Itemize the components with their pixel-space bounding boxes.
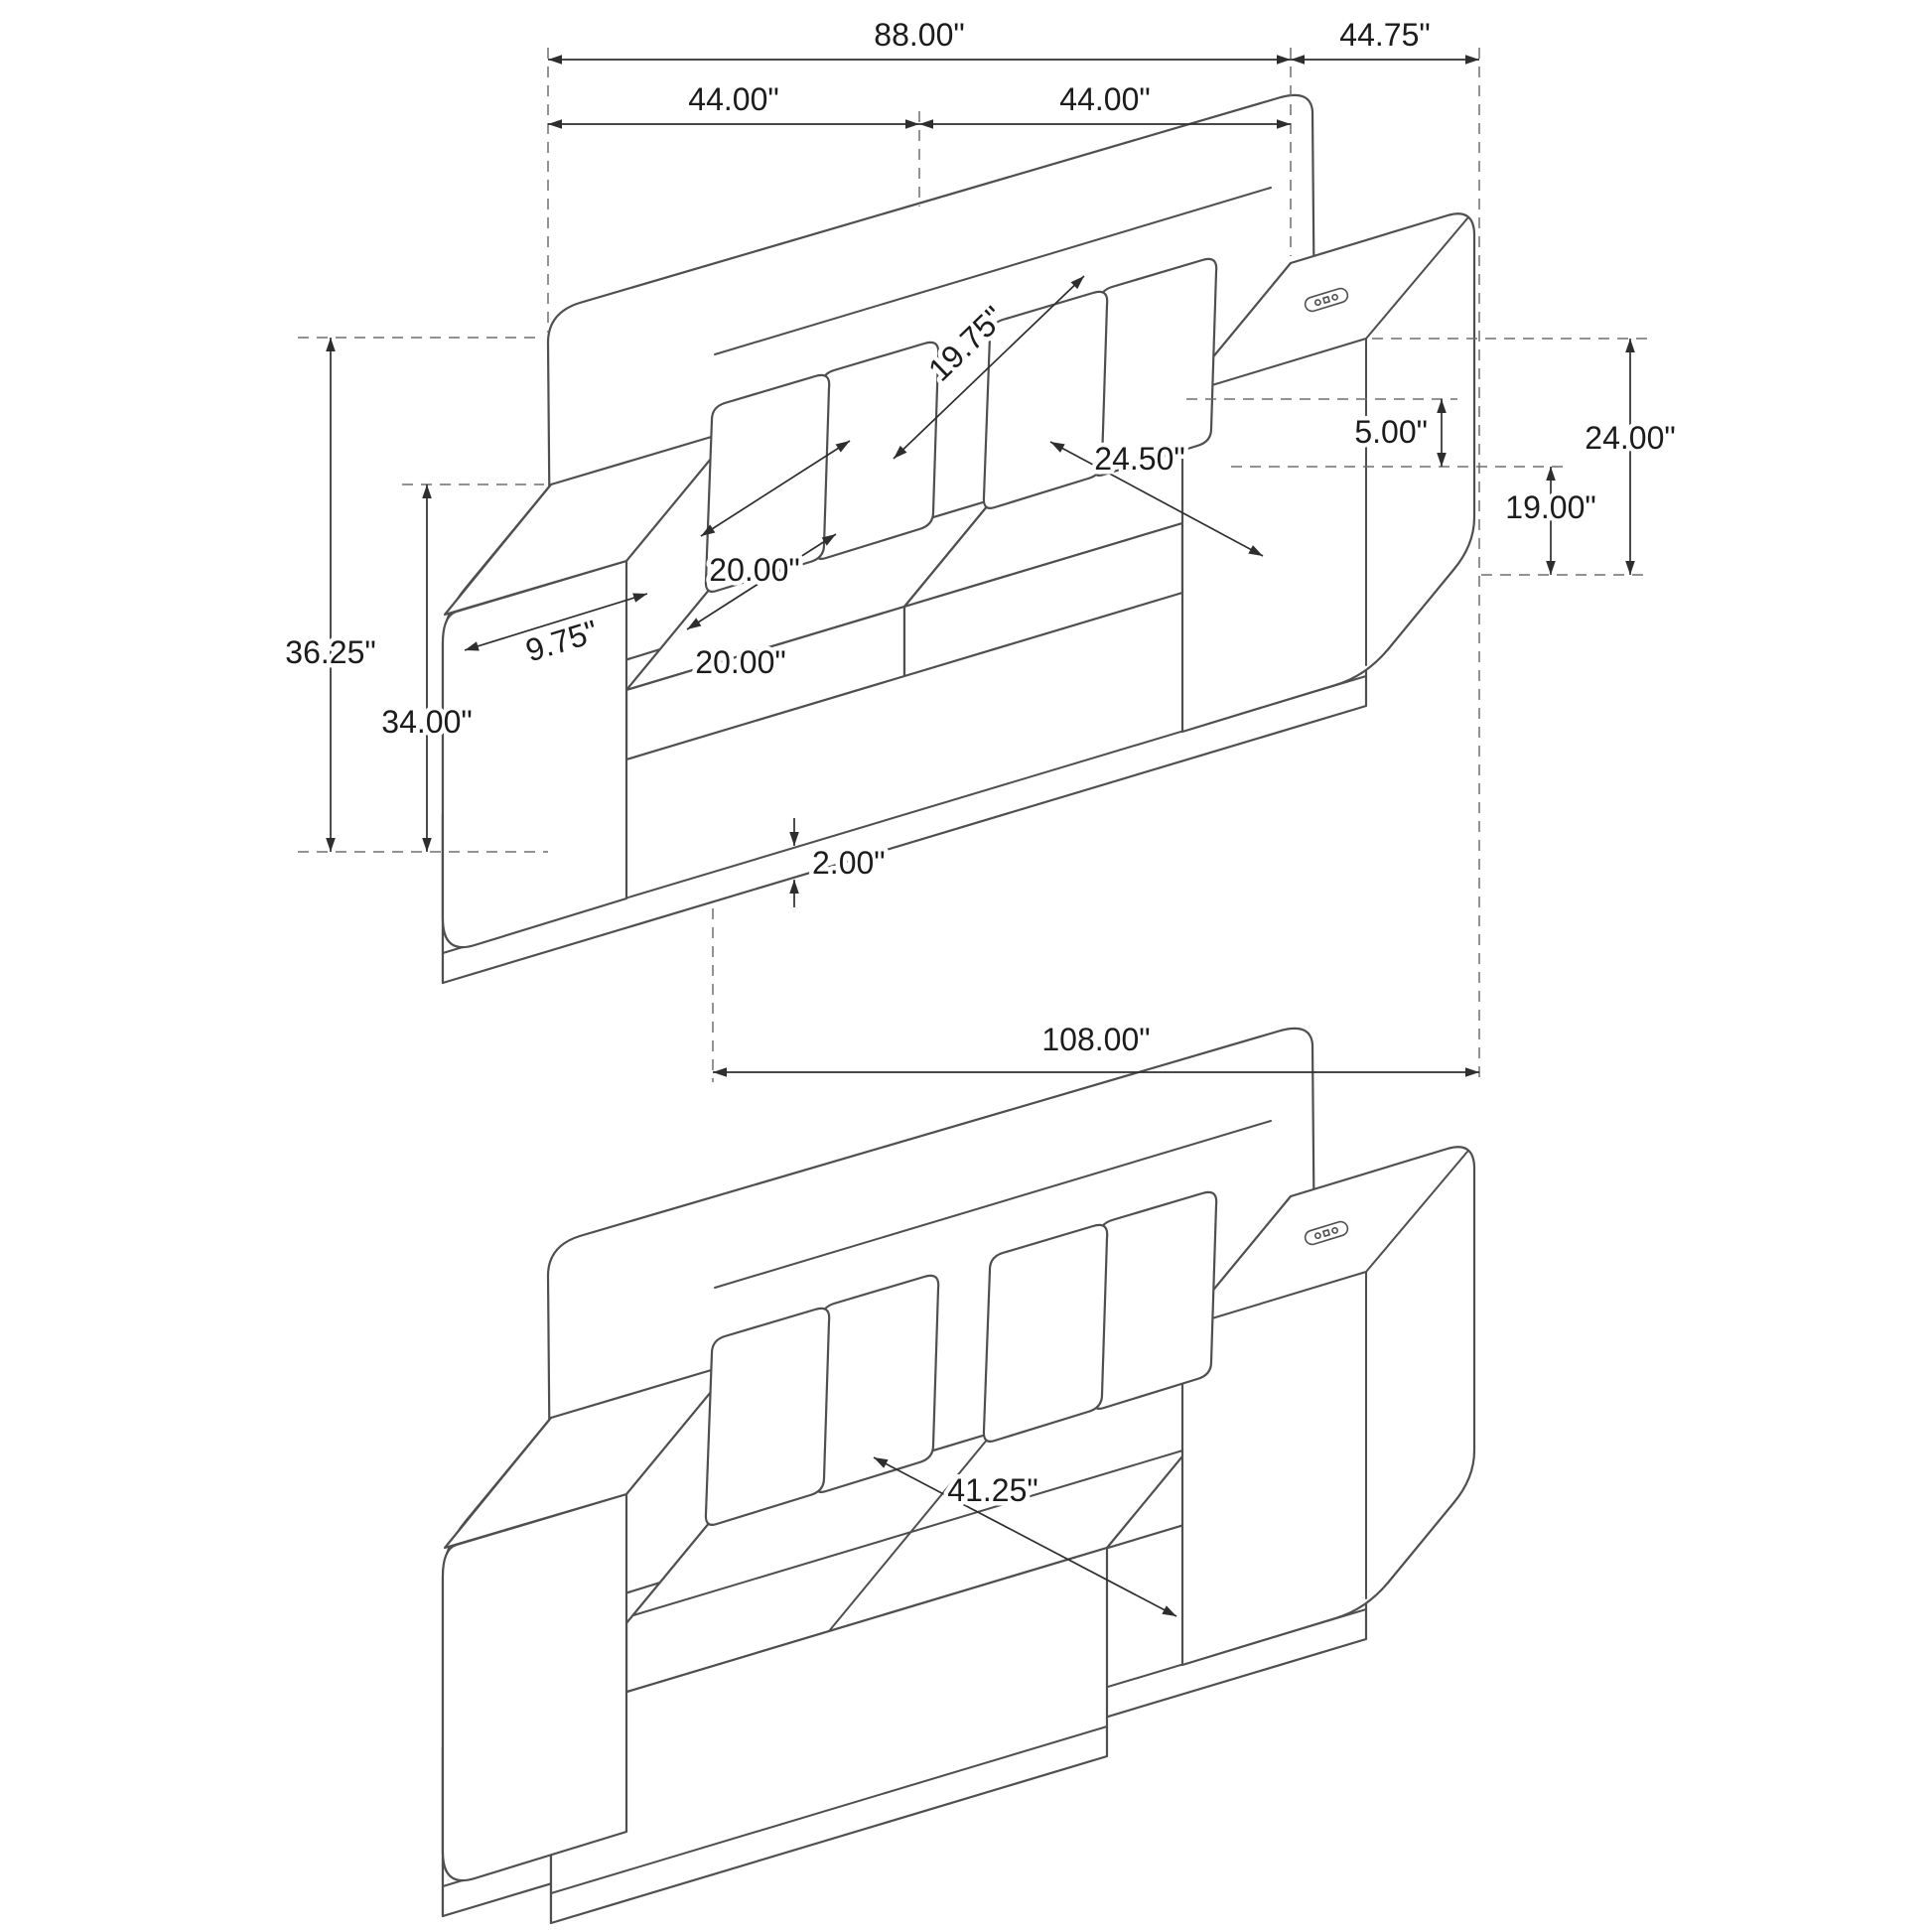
- dim-label-back-height: 34.00": [381, 704, 472, 740]
- dim-label-arm-top-height: 24.00": [1585, 420, 1675, 456]
- left-arm-top-face: [443, 428, 737, 617]
- dim-line-pillow-height: [686, 533, 837, 630]
- dim-line-back-cushion: [893, 275, 1085, 460]
- dim-label-overall-height: 36.25": [285, 634, 375, 670]
- dim-label-overall-length: 108.00": [1041, 1022, 1150, 1057]
- dim-label-seat-height: 19.00": [1505, 489, 1595, 525]
- dim-label-seat-depth: 24.50": [1094, 441, 1184, 477]
- sleeper-left-arm-front-face: [441, 1492, 628, 1882]
- back-pillow: [704, 1307, 831, 1526]
- sofa-back-top-edge: [714, 187, 1272, 355]
- sleeper-right-arm: [1180, 1146, 1476, 1667]
- dim-label-arm-above-seat: 5.00": [1354, 414, 1428, 450]
- dim-line-sleeper-depth: [873, 1456, 1177, 1617]
- dim-line-pillow-width: [700, 440, 851, 537]
- back-pillow: [1091, 1190, 1218, 1410]
- dim-label-right-arm-section: 44.75": [1339, 17, 1430, 53]
- sleeper-left-arm-top-face: [443, 1361, 737, 1550]
- back-pillow: [982, 1223, 1109, 1443]
- dim-line-arm-width: [464, 593, 648, 651]
- dim-label-base-reveal: 2.00": [812, 845, 886, 881]
- left-arm-front-face: [441, 559, 628, 949]
- bed-front-rail-line: [550, 1725, 1108, 1894]
- right-arm: [1180, 212, 1476, 734]
- dim-label-sleeper-depth: 41.25": [947, 1472, 1037, 1508]
- sleeper-open-isometric-view: [441, 1027, 1476, 1925]
- dim-label-seat-right: 44.00": [1059, 81, 1150, 117]
- dim-label-overall-width: 88.00": [874, 17, 964, 53]
- dim-line-seat-depth: [1049, 441, 1264, 557]
- sleeper-back-top-edge: [714, 1120, 1272, 1289]
- dim-label-seat-left: 44.00": [688, 81, 778, 117]
- dim-label-pillow-width: 20.00": [709, 552, 799, 588]
- dim-label-pillow-height: 20.00": [695, 644, 785, 680]
- sofa-isometric-view: [441, 93, 1476, 985]
